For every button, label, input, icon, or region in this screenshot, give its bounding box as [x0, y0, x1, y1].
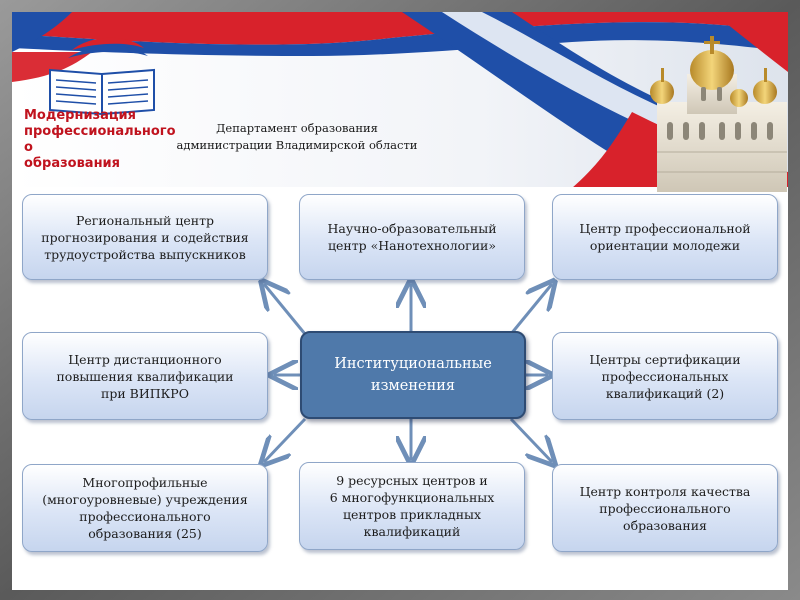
box-line: Центр контроля качества [579, 483, 751, 499]
box-line: центр «Нанотехнологии» [327, 238, 497, 253]
box-line: прогнозирования и содействия [41, 229, 249, 245]
box-line: профессионального [79, 509, 211, 524]
logo-line: профессионального [24, 124, 176, 139]
box-line: повышения квалификации [56, 368, 234, 384]
logo-line: образования [24, 156, 121, 171]
slide: Модернизация профессионального о образов… [12, 12, 788, 590]
box-line: 6 многофункциональных [329, 490, 495, 505]
box-line: центров прикладных [342, 507, 482, 522]
center-institutional-changes: Институциональные изменения [300, 331, 526, 419]
box-line: Центр профессиональной [579, 221, 751, 236]
box-multiprofile-institutions: Многопрофильные (многоуровневые) учрежден… [22, 464, 268, 552]
department-line: администрации Владимирской области [176, 138, 418, 152]
box-line: Центр дистанционного [68, 351, 222, 367]
logo-caption: Модернизация профессионального о образов… [24, 108, 184, 172]
box-line: Центры сертификации [589, 351, 741, 367]
box-resource-centers: 9 ресурсных центров и 6 многофункциональн… [299, 462, 525, 550]
box-line: квалификаций (2) [605, 385, 725, 401]
box-line: профессиональных [601, 368, 729, 384]
department-line: Департамент образования [216, 121, 378, 135]
box-line: трудоустройства выпускников [44, 246, 246, 262]
box-line: профессионального [599, 500, 731, 516]
connector-arrows [12, 12, 788, 590]
center-line: Институциональные [334, 356, 492, 372]
box-line: квалификаций [363, 524, 461, 539]
book-logo-icon [49, 37, 155, 116]
logo-line: Модернизация [24, 108, 136, 123]
box-line: ориентации молодежи [589, 238, 741, 253]
box-nanotech-center: Научно-образовательный центр «Нанотехноло… [299, 194, 525, 280]
box-line: Научно-образовательный [327, 221, 497, 236]
cathedral-image [650, 36, 787, 192]
box-line: Региональный центр [75, 212, 214, 228]
box-line: образования [623, 517, 707, 533]
department-title: Департамент образования администрации Вл… [162, 120, 432, 154]
box-line: (многоуровневые) учреждения [42, 492, 248, 507]
box-line: Многопрофильные [82, 475, 208, 490]
box-line: при ВИПКРО [101, 385, 189, 401]
box-youth-orientation-center: Центр профессиональной ориентации молодеж… [552, 194, 778, 280]
box-line: 9 ресурсных центров и [336, 473, 488, 488]
center-line: изменения [370, 378, 456, 394]
box-line: образования (25) [88, 526, 202, 541]
logo-line: о [24, 140, 33, 155]
